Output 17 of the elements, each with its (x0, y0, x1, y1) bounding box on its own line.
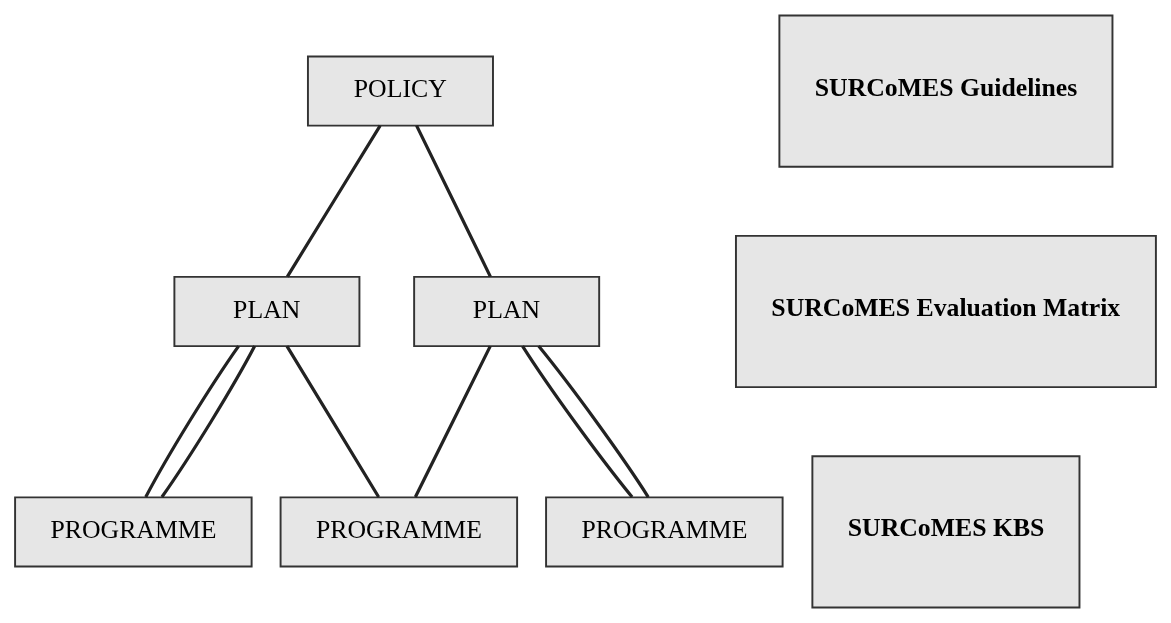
node-box: PROGRAMME (279, 496, 519, 568)
node-box: POLICY (306, 55, 494, 127)
node-box: SURCoMES Evaluation Matrix (735, 234, 1157, 389)
connector (537, 345, 650, 498)
node-box: SURCoMES Guidelines (778, 14, 1114, 168)
connector (285, 345, 380, 498)
node-box: PLAN (173, 275, 361, 348)
connector (286, 124, 382, 278)
connector (144, 345, 240, 498)
node-box: PROGRAMME (14, 496, 253, 568)
node-box: PROGRAMME (545, 496, 784, 568)
node-box: SURCoMES KBS (811, 455, 1081, 609)
connector (160, 345, 257, 498)
connector (413, 345, 492, 498)
connector (521, 345, 634, 499)
connector (415, 124, 492, 278)
node-box: PLAN (413, 275, 601, 348)
